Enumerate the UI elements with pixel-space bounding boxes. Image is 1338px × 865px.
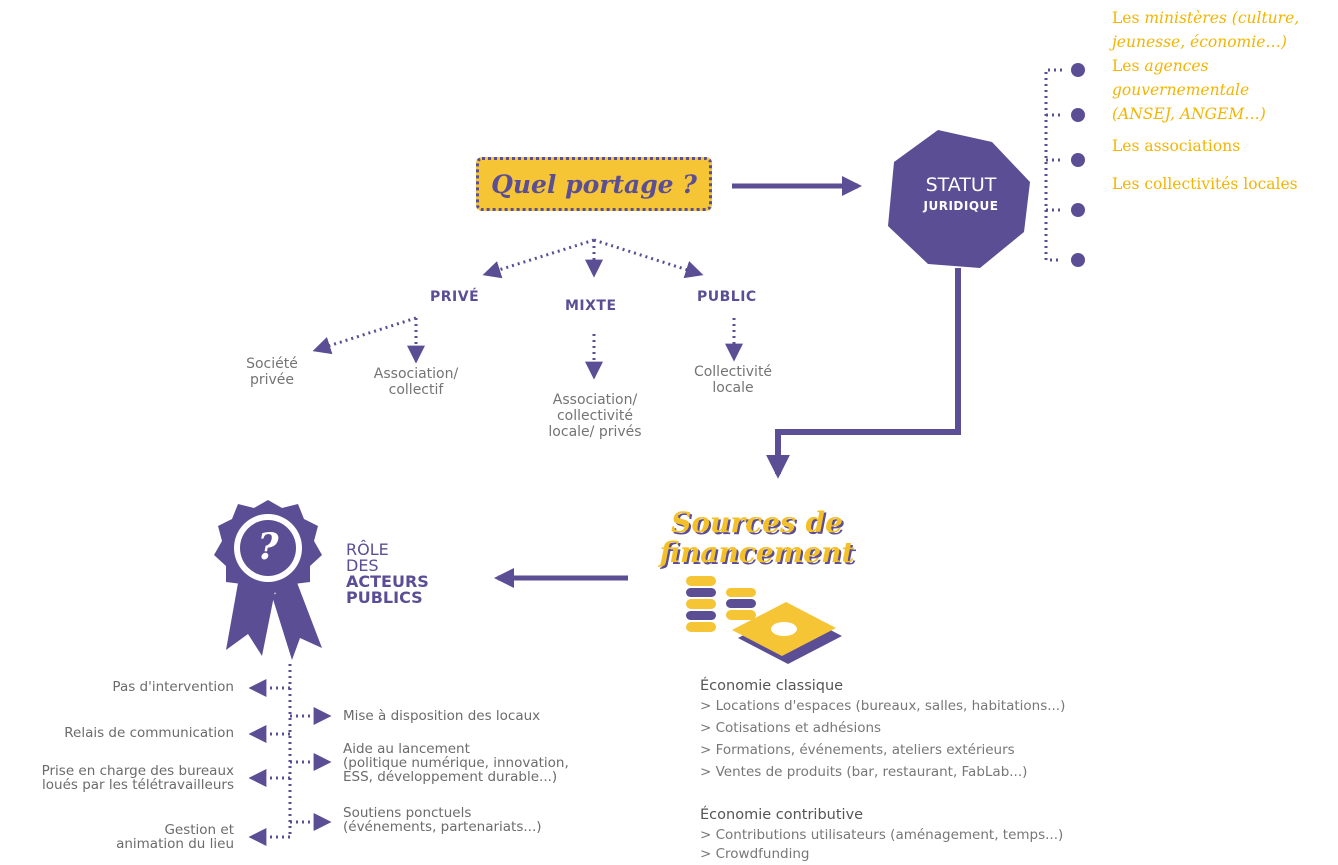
label-societe-privee: Société privée (246, 356, 298, 388)
role-right-soutiens-ponctuels: Soutiens ponctuels (événements, partenar… (343, 805, 542, 835)
economie-contributive: Économie contributive > Contributions ut… (700, 806, 1063, 862)
category-mixte: MIXTE (565, 298, 617, 314)
economie-classique: Économie classique > Locations d'espaces… (700, 677, 1065, 783)
category-prive: PRIVÉ (430, 289, 480, 305)
bullet-5 (1071, 253, 1085, 267)
statut-label: STATUT JURIDIQUE (896, 176, 1026, 216)
statut-options: Les ministères (culture, jeunesse, écono… (1112, 6, 1334, 196)
role-right-aide-lancement: Aide au lancement (politique numérique, … (343, 741, 569, 785)
arrow-statut-to-sources (766, 268, 961, 479)
label-collectivite-locale: Collectivité locale (693, 364, 773, 396)
statut-octagon (888, 130, 1030, 268)
statut-option-ministeres: Les ministères (culture, (1112, 9, 1300, 27)
bullet-3 (1071, 153, 1085, 167)
role-left-relais-communication: Relais de communication (64, 725, 234, 741)
role-badge-icon (214, 500, 322, 660)
economie-classique-item: > Locations d'espaces (bureaux, salles, … (700, 698, 1066, 714)
role-title: RÔLE DES ACTEURS PUBLICS (346, 540, 429, 607)
statut-option-associations: Les associations (1112, 137, 1241, 155)
category-public: PUBLIC (697, 289, 757, 305)
statut-line1: STATUT (925, 174, 997, 196)
portage-title: Quel portage ? (491, 169, 697, 199)
economie-classique-title: Économie classique (700, 678, 844, 694)
economie-classique-item: > Ventes de produits (bar, restaurant, F… (700, 764, 1028, 780)
role-left-prise-en-charge: Prise en charge des bureaux loués par le… (41, 763, 234, 793)
sources-title: Sources de financement (659, 506, 855, 569)
statut-option-agences: Les agences (1112, 57, 1209, 75)
economie-contributive-item: > Crowdfunding (700, 846, 810, 862)
statut-line2: JURIDIQUE (923, 199, 999, 213)
statut-option-collectivites: Les collectivités locales (1112, 175, 1298, 193)
question-mark-icon: ? (257, 526, 279, 568)
economie-classique-item: > Cotisations et adhésions (700, 720, 882, 736)
economie-contributive-item: > Contributions utilisateurs (aménagemen… (700, 827, 1064, 843)
label-association-collectivite-prives: Association/ collectivité locale/ privés (548, 392, 642, 440)
economie-classique-item: > Formations, événements, ateliers extér… (700, 742, 1015, 758)
label-association-collectif: Association/ collectif (373, 366, 459, 398)
economie-contributive-title: Économie contributive (700, 807, 864, 823)
role-right-mise-a-disposition: Mise à disposition des locaux (343, 708, 541, 724)
bullet-2 (1071, 108, 1085, 122)
role-left-gestion-animation: Gestion et animation du lieu (116, 822, 234, 852)
portage-box: Quel portage ? (476, 157, 712, 211)
bullet-4 (1071, 203, 1085, 217)
bullet-1 (1071, 63, 1085, 77)
money-icon (686, 576, 842, 664)
role-left-pas-intervention: Pas d'intervention (112, 679, 234, 695)
